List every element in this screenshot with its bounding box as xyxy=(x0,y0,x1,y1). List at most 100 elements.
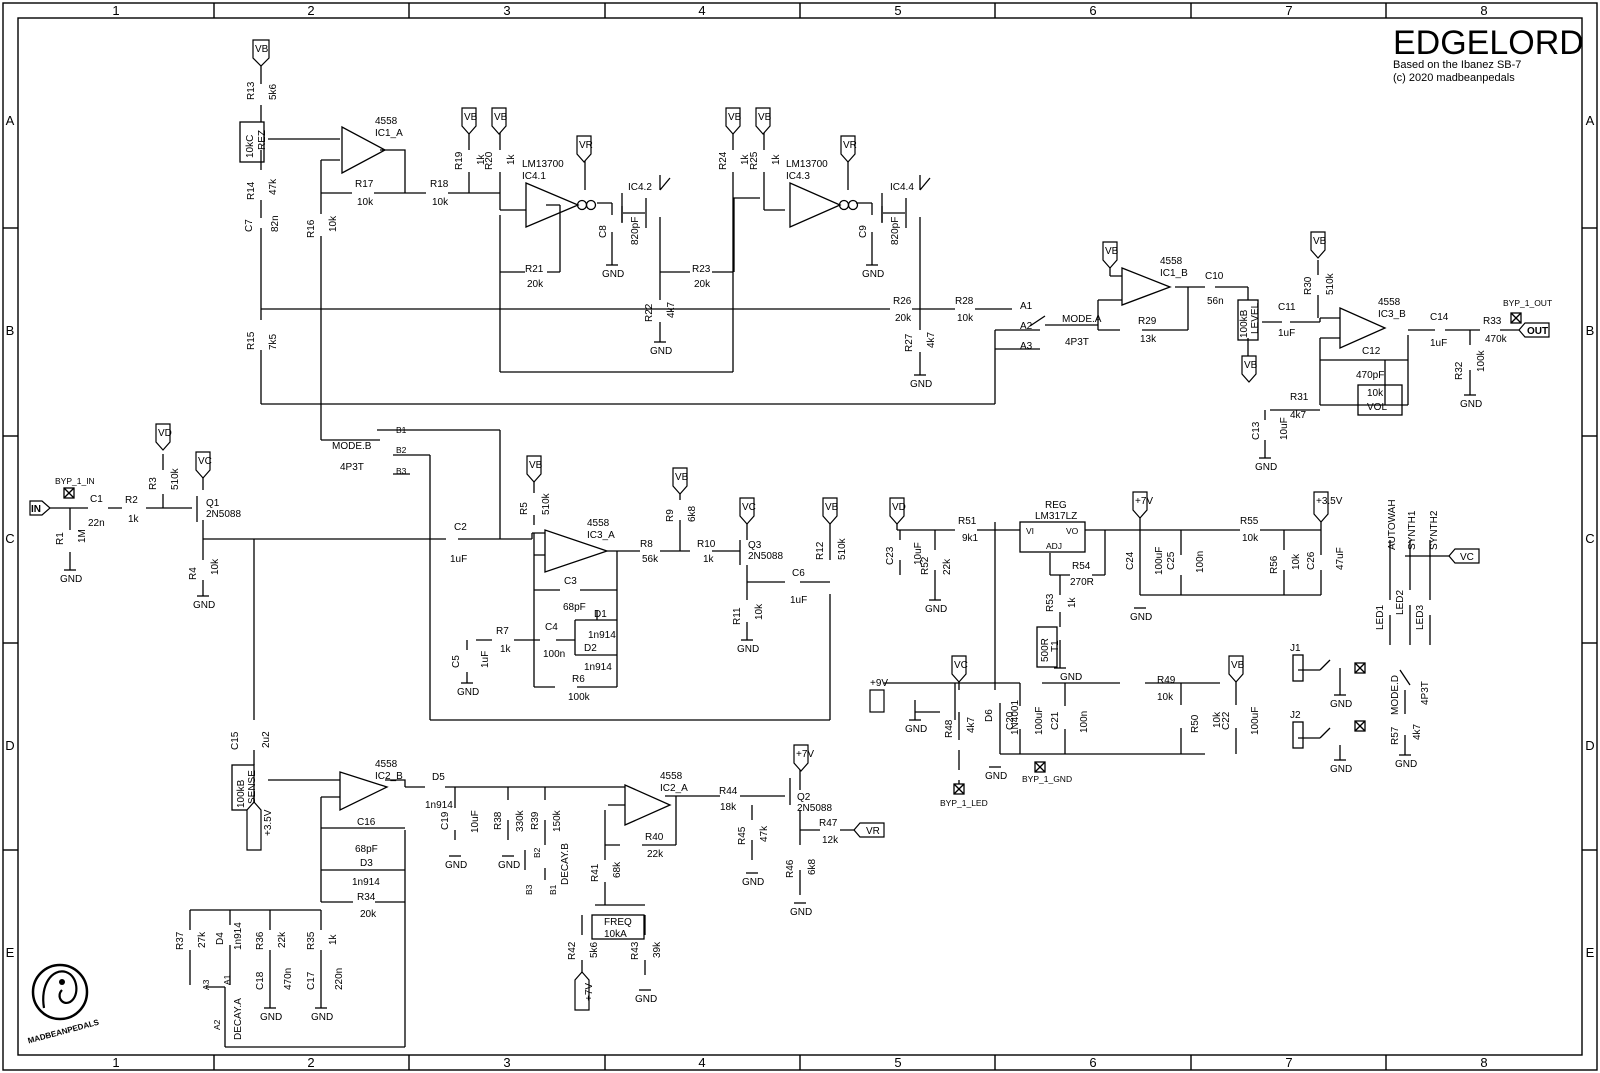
r3-val: 510k xyxy=(170,467,181,490)
rail-plus7: +7V xyxy=(796,749,814,760)
q3-part: 2N5088 xyxy=(748,551,783,562)
gnd-label: GND xyxy=(311,1012,333,1023)
r32-val: 100k xyxy=(1476,349,1487,372)
rail-vb: VB xyxy=(1105,246,1119,257)
r14-val: 47k xyxy=(268,178,279,195)
gnd-label: GND xyxy=(925,604,947,615)
col-label: 5 xyxy=(894,1055,901,1070)
r34-ref: R34 xyxy=(357,892,376,903)
r56-ref: R56 xyxy=(1269,555,1280,574)
r7-val: 1k xyxy=(500,644,512,655)
c22-val: 100uF xyxy=(1250,707,1261,735)
title-copyright: (c) 2020 madbeanpedals xyxy=(1393,72,1515,84)
regulator-body xyxy=(1019,521,1086,553)
switch-a2-decay: A2 xyxy=(212,1019,222,1030)
row-label: A xyxy=(1586,113,1595,128)
c19-ref: C19 xyxy=(440,811,451,830)
c17-ref: C17 xyxy=(306,971,317,990)
ic2a-triangle xyxy=(624,783,672,827)
r29-val: 13k xyxy=(1140,334,1157,345)
ic3b-triangle xyxy=(1339,306,1387,350)
title-subtitle: Based on the Ibanez SB-7 xyxy=(1393,59,1521,71)
freq-value: 10kA xyxy=(604,929,627,940)
c9-ref: C9 xyxy=(858,225,869,238)
r26-ref: R26 xyxy=(893,296,912,307)
c20-val: 100uF xyxy=(1034,707,1045,735)
q3-ref: Q3 xyxy=(748,540,762,551)
mode-b-name: MODE.B xyxy=(332,441,372,452)
pad-byp-out: BYP_1_OUT xyxy=(1503,298,1552,308)
row-label: E xyxy=(6,945,15,960)
d2-val: 1n914 xyxy=(584,662,612,673)
switch-b2: B2 xyxy=(396,445,407,455)
r35-val: 1k xyxy=(328,933,339,945)
c26-val: 47uF xyxy=(1335,547,1346,570)
synth1-label: SYNTH1 xyxy=(1407,510,1418,550)
ic43-ref: IC4.3 xyxy=(786,171,810,182)
r55-ref: R55 xyxy=(1240,516,1259,527)
ic1a-ref: IC1_A xyxy=(375,128,403,139)
col-label: 7 xyxy=(1285,1055,1292,1070)
c2-ref: C2 xyxy=(454,522,467,533)
c14-ref: C14 xyxy=(1430,312,1449,323)
c11-ref: C11 xyxy=(1278,302,1296,313)
row-label: B xyxy=(6,323,15,338)
d1-val: 1n914 xyxy=(588,630,616,641)
q1-part: 2N5088 xyxy=(206,509,241,520)
c18-ref: C18 xyxy=(255,971,266,990)
r22-val: 4k7 xyxy=(666,301,677,318)
switch-a3: A3 xyxy=(1020,341,1033,352)
rail-vb: VB xyxy=(1231,660,1245,671)
output-label: OUT xyxy=(1527,326,1548,337)
rail-vb: VB xyxy=(675,472,689,483)
r36-ref: R36 xyxy=(255,931,266,950)
gnd-label: GND xyxy=(445,860,467,871)
freq-name: FREQ xyxy=(604,917,632,928)
r22-ref: R22 xyxy=(644,303,655,322)
r40-ref: R40 xyxy=(645,832,664,843)
r17-val: 10k xyxy=(357,197,374,208)
level-value: 100kB xyxy=(1239,309,1250,338)
gnd-label: GND xyxy=(790,907,812,918)
switch-a2: A2 xyxy=(1020,321,1033,332)
r20-val: 1k xyxy=(506,153,517,165)
r51-val: 9k1 xyxy=(962,533,979,544)
r4-val: 10k xyxy=(210,558,221,575)
ic1a-part: 4558 xyxy=(375,116,398,127)
decay-a-name: DECAY.A xyxy=(233,998,244,1040)
c2-val: 1uF xyxy=(450,554,467,565)
jack-j1: J1 xyxy=(1290,643,1301,654)
ic1b-triangle xyxy=(1121,267,1172,306)
d4-val: 1n914 xyxy=(233,922,244,950)
sense-pot-body xyxy=(231,764,255,811)
r8-val: 56k xyxy=(642,554,659,565)
rail-vb: VB xyxy=(494,112,508,123)
ic44-ref: IC4.4 xyxy=(890,182,914,193)
r42-val: 5k6 xyxy=(589,941,600,958)
c26-ref: C26 xyxy=(1306,551,1317,570)
r24-val: 1k xyxy=(740,153,751,165)
d6-val: 1N4001 xyxy=(1010,700,1021,735)
r21-val: 20k xyxy=(527,279,544,290)
sense-name: SENSE xyxy=(247,770,258,804)
t1-name: T1 xyxy=(1050,640,1061,652)
c13-ref: C13 xyxy=(1251,421,1262,440)
r11-ref: R11 xyxy=(732,607,743,625)
r28-val: 10k xyxy=(957,313,974,324)
mode-a-type: 4P3T xyxy=(1065,337,1089,348)
r5-val: 510k xyxy=(541,492,552,515)
r31-ref: R31 xyxy=(1290,392,1309,403)
r12-val: 510k xyxy=(837,537,848,560)
r48-val: 4k7 xyxy=(966,716,977,733)
switch-b3: B3 xyxy=(396,466,407,476)
r9-ref: R9 xyxy=(665,509,676,522)
gnd-label: GND xyxy=(862,269,884,280)
r10-ref: R10 xyxy=(697,539,716,550)
r55-val: 10k xyxy=(1242,533,1259,544)
r37-ref: R37 xyxy=(175,931,186,950)
r29-ref: R29 xyxy=(1138,316,1157,327)
r51-ref: R51 xyxy=(958,516,977,527)
reg-vo: VO xyxy=(1066,526,1079,536)
gnd-label: GND xyxy=(260,1012,282,1023)
ic1a-triangle xyxy=(341,125,387,175)
